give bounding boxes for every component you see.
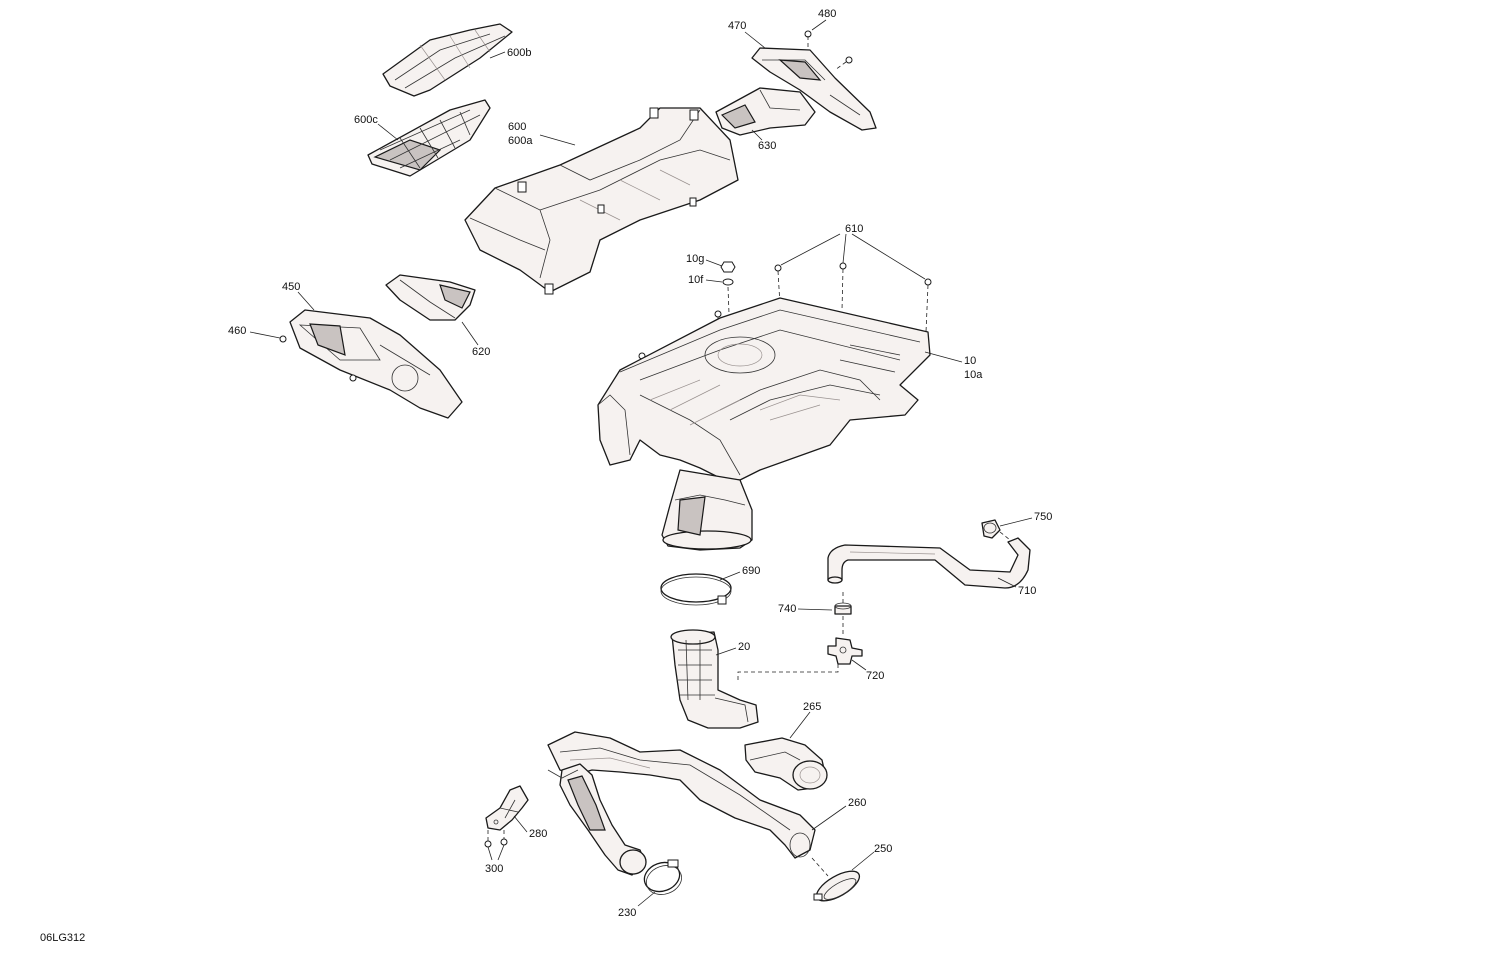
part-610-screws [774, 262, 932, 286]
part-280-bracket [485, 785, 529, 831]
part-230-clamp [643, 859, 682, 895]
callout-740: 740 [778, 603, 796, 615]
callout-720: 720 [866, 670, 884, 682]
callout-450: 450 [282, 281, 300, 293]
callout-250: 250 [874, 843, 892, 855]
callout-10a: 10a [964, 369, 983, 381]
part-10-airbox-lower [597, 297, 931, 481]
callout-10f: 10f [688, 274, 704, 286]
callout-20: 20 [738, 641, 750, 653]
callout-265: 265 [803, 701, 821, 713]
callout-750: 750 [1034, 511, 1052, 523]
callout-260: 260 [848, 797, 866, 809]
part-460-screw [279, 335, 357, 382]
part-265-elbow [744, 737, 828, 791]
callout-10: 10 [964, 355, 976, 367]
part-600b-top-cover [382, 23, 513, 97]
callout-280: 280 [529, 828, 547, 840]
callout-690: 690 [742, 565, 760, 577]
part-10-outlet-neck [661, 469, 753, 551]
part-690-clamp [660, 573, 732, 606]
part-710-hose [827, 537, 1031, 589]
part-250-clamp [813, 870, 861, 902]
drawing-id-label: 06LG312 [40, 932, 86, 944]
part-10g-nut [720, 261, 736, 273]
part-620-left-duct [385, 274, 476, 321]
part-470-right-frame [751, 47, 877, 131]
callout-300: 300 [485, 863, 503, 875]
part-20-adapter [670, 629, 759, 729]
callout-480: 480 [818, 8, 836, 20]
callout-230: 230 [618, 907, 636, 919]
part-260-lower-leg [547, 763, 647, 876]
part-600c-grille [367, 99, 491, 177]
callout-470: 470 [728, 20, 746, 32]
callout-600a: 600a [508, 135, 533, 147]
part-260-intake-hose [547, 731, 816, 859]
callout-460: 460 [228, 325, 246, 337]
callout-710: 710 [1018, 585, 1036, 597]
callout-600c: 600c [354, 114, 378, 126]
callout-630: 630 [758, 140, 776, 152]
part-740-small-clamp [834, 602, 852, 615]
part-10f-washer [722, 278, 734, 286]
callout-600: 600 [508, 121, 526, 133]
part-720-t-fitting [827, 637, 863, 665]
part-600-airbox-upper [464, 107, 739, 295]
callout-600b: 600b [507, 47, 531, 59]
callout-620: 620 [472, 346, 490, 358]
part-630-right-duct [715, 87, 816, 136]
part-450-left-frame [289, 309, 463, 419]
callout-610: 610 [845, 223, 863, 235]
part-750-cap [981, 519, 1001, 539]
callout-10g: 10g [686, 253, 704, 265]
